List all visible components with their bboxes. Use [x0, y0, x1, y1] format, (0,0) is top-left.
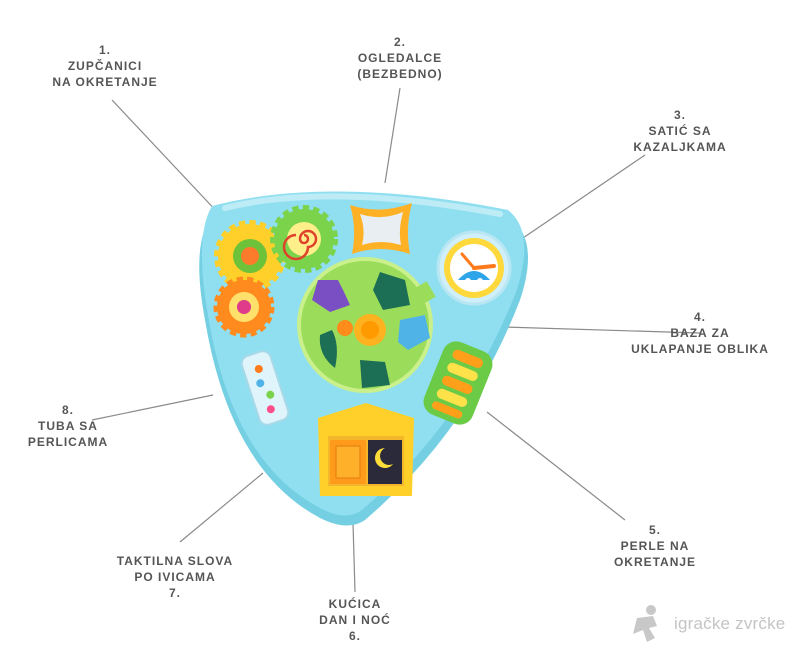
leader-line-7 [179, 472, 264, 543]
callout-6: KUĆICA DAN I NOĆ 6. [300, 596, 410, 644]
callout-8-line-1: TUBA SA [38, 419, 98, 433]
shape-sorter[interactable] [297, 257, 436, 393]
callout-5: 5. PERLE NA OKRETANJE [590, 522, 720, 570]
leader-line-2 [384, 87, 401, 184]
day-night-house[interactable] [318, 403, 414, 496]
callout-2-number: 2. [393, 35, 406, 49]
callout-4-number: 4. [693, 310, 706, 324]
callout-4: 4. BAZA ZA UKLAPANJE OBLIKA [615, 309, 785, 357]
callout-6-number: 6. [348, 629, 361, 643]
callout-3-line-1: SATIĆ SA [648, 124, 712, 138]
callout-7-number: 7. [168, 586, 181, 600]
callout-2-line-2: (BEZBEDNO) [357, 67, 443, 81]
callout-1: 1. ZUPČANICI NA OKRETANJE [40, 42, 170, 90]
callout-3: 3. SATIĆ SA KAZALJKAMA [615, 107, 745, 155]
callout-1-line-2: NA OKRETANJE [52, 75, 158, 89]
callout-3-number: 3. [673, 108, 686, 122]
leader-line-1 [111, 99, 221, 216]
callout-2-line-1: OGLEDALCE [357, 51, 443, 65]
clock[interactable] [436, 230, 512, 306]
leader-line-8 [91, 394, 214, 421]
callout-3-line-2: KAZALJKAMA [633, 140, 727, 154]
callout-8: 8. TUBA SA PERLICAMA [8, 402, 128, 450]
leader-line-5 [486, 411, 626, 521]
watermark-text: igračke zvrčke [674, 614, 786, 633]
leader-lines [91, 87, 701, 593]
callout-4-line-2: UKLAPANJE OBLIKA [631, 342, 769, 356]
callout-5-line-1: PERLE NA [620, 539, 690, 553]
callout-1-number: 1. [98, 43, 111, 57]
callout-8-line-2: PERLICAMA [27, 435, 109, 449]
callout-5-line-2: OKRETANJE [613, 555, 697, 569]
callout-5-number: 5. [648, 523, 661, 537]
bead-rollers[interactable] [419, 337, 496, 429]
callout-8-number: 8. [61, 403, 74, 417]
mirror[interactable] [350, 203, 412, 254]
watermark-logo: igračke zvrčke [632, 604, 785, 644]
callout-1-line-1: ZUPČANICI [67, 59, 143, 73]
callout-6-line-1: KUĆICA [328, 597, 382, 611]
callout-7-line-2: PO IVICAMA [134, 570, 216, 584]
callout-7-line-1: TAKTILNA SLOVA [116, 554, 234, 568]
runner-icon [633, 605, 657, 642]
leader-line-6 [352, 522, 356, 593]
gear-cluster [213, 205, 338, 338]
table-rim-highlight [222, 193, 503, 217]
gear-top-right[interactable] [270, 205, 338, 273]
bead-tube[interactable] [240, 349, 291, 427]
leader-line-3 [522, 154, 646, 239]
callout-6-line-2: DAN I NOĆ [319, 613, 391, 627]
callout-4-line-1: BAZA ZA [670, 326, 730, 340]
callout-2: 2. OGLEDALCE (BEZBEDNO) [330, 34, 470, 82]
callout-7: TAKTILNA SLOVA PO IVICAMA 7. [100, 553, 250, 601]
gear-bottom[interactable] [213, 276, 275, 338]
